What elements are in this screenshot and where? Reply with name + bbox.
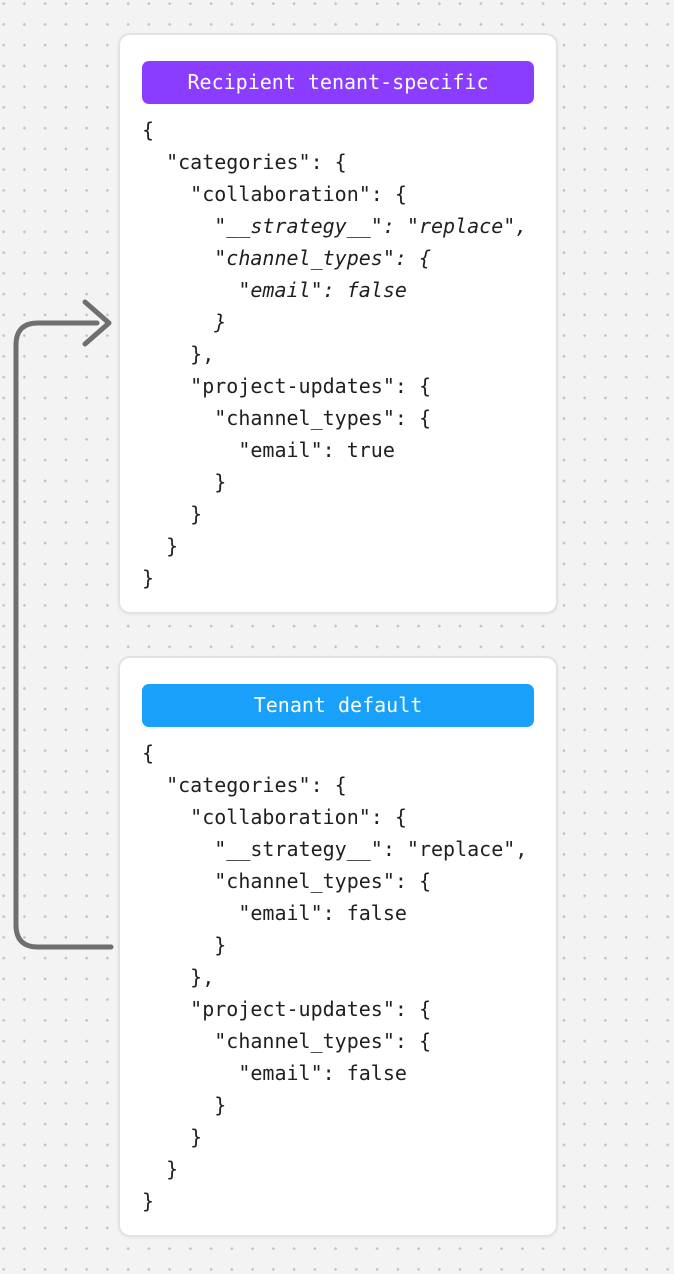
code-line: } [142, 1125, 203, 1149]
code-line: "email": false [142, 278, 407, 302]
code-line: "__strategy__": "replace", [142, 837, 528, 861]
code-line: "email": true [142, 438, 395, 462]
code-line: }, [142, 965, 215, 989]
badge-recipient-tenant-specific: Recipient tenant-specific [142, 61, 534, 104]
card-tenant-default: Tenant default { "categories": { "collab… [118, 656, 558, 1237]
badge-tenant-default: Tenant default [142, 684, 534, 727]
code-line: "project-updates": { [142, 374, 431, 398]
code-line: } [142, 470, 227, 494]
code-line: "channel_types": { [142, 406, 431, 430]
code-line: } [142, 1093, 227, 1117]
code-line: "project-updates": { [142, 997, 431, 1021]
code-line: "categories": { [142, 773, 347, 797]
code-line: }, [142, 342, 215, 366]
card-recipient-tenant-specific: Recipient tenant-specific { "categories"… [118, 33, 558, 614]
code-line: "email": false [142, 901, 407, 925]
code-line: } [142, 933, 227, 957]
code-line: } [142, 1189, 155, 1213]
code-line: { [142, 118, 155, 142]
code-line: "collaboration": { [142, 182, 407, 206]
code-line: "channel_types": { [142, 869, 431, 893]
code-line: } [142, 310, 227, 334]
code-line: } [142, 534, 179, 558]
code-block-tenant-default: { "categories": { "collaboration": { "__… [142, 737, 534, 1217]
code-line: "channel_types": { [142, 1029, 431, 1053]
code-line: "channel_types": { [142, 246, 431, 270]
code-line: } [142, 502, 203, 526]
code-line: { [142, 741, 155, 765]
arrow-head [82, 299, 112, 347]
code-line: "collaboration": { [142, 805, 407, 829]
arrow-shaft [13, 320, 114, 950]
code-line: "categories": { [142, 150, 347, 174]
code-line: "email": false [142, 1061, 407, 1085]
code-line: } [142, 566, 155, 590]
code-line: "__strategy__": "replace", [142, 214, 528, 238]
code-line: } [142, 1157, 179, 1181]
code-block-recipient-tenant-specific: { "categories": { "collaboration": { "__… [142, 114, 534, 594]
